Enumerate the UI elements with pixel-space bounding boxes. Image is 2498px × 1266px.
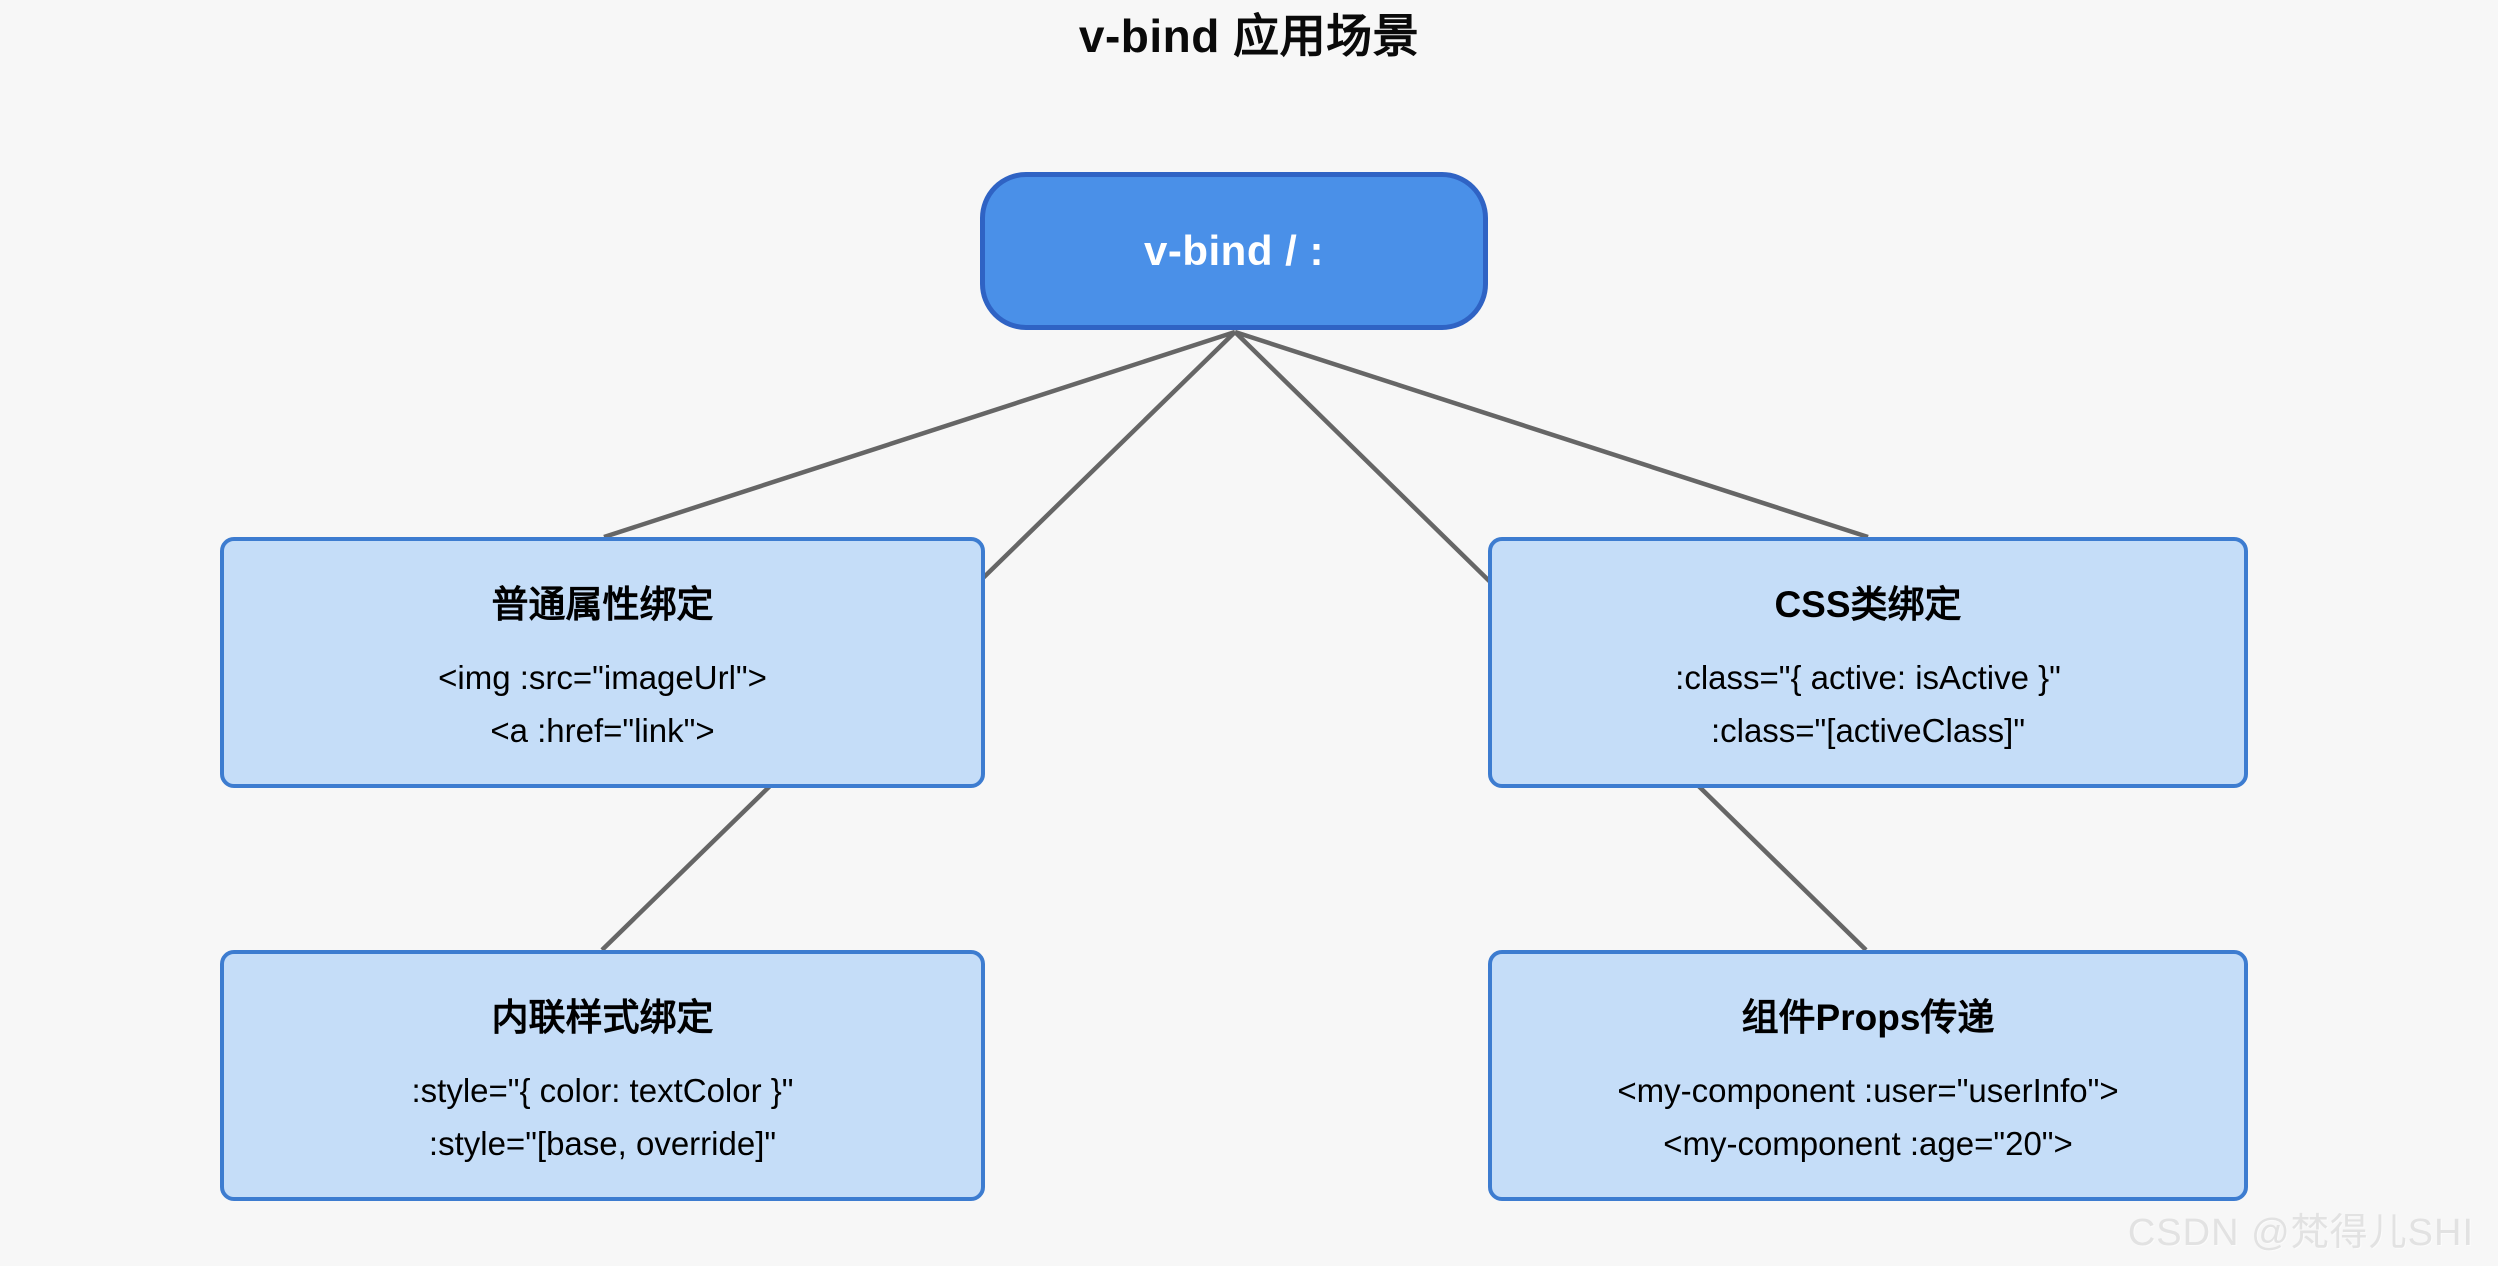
node-inline-style-binding-title: 内联样式绑定 — [491, 997, 714, 1039]
connector-root-to-css-class-binding — [1234, 329, 1869, 540]
connector-root-to-attribute-binding — [603, 329, 1236, 540]
node-attribute-binding-title: 普通属性绑定 — [491, 584, 714, 626]
node-component-props-line-2: <my-component :age="20"> — [1663, 1124, 2073, 1162]
node-root[interactable]: v-bind / : — [980, 172, 1488, 330]
node-component-props[interactable]: 组件Props传递 <my-component :user="userInfo"… — [1488, 950, 2248, 1201]
node-inline-style-binding-line-2: :style="[base, override]" — [428, 1124, 777, 1162]
node-attribute-binding-line-1: <img :src="imageUrl"> — [438, 659, 767, 697]
node-root-label: v-bind / : — [1144, 227, 1324, 274]
page-title: v-bind 应用场景 — [1078, 10, 1420, 62]
watermark: CSDN @梵得儿SHI — [2127, 1212, 2474, 1254]
node-inline-style-binding-line-1: :style="{ color: textColor }" — [411, 1072, 794, 1110]
node-css-class-binding-title: CSS类绑定 — [1774, 584, 1962, 626]
node-inline-style-binding[interactable]: 内联样式绑定 :style="{ color: textColor }" :st… — [220, 950, 985, 1201]
node-attribute-binding[interactable]: 普通属性绑定 <img :src="imageUrl"> <a :href="l… — [220, 537, 985, 788]
node-attribute-binding-line-2: <a :href="link"> — [490, 711, 715, 749]
node-css-class-binding-line-2: :class="[activeClass]" — [1710, 711, 2026, 749]
node-component-props-title: 组件Props传递 — [1741, 997, 1995, 1039]
node-css-class-binding[interactable]: CSS类绑定 :class="{ active: isActive }" :cl… — [1488, 537, 2248, 788]
node-component-props-line-1: <my-component :user="userInfo"> — [1617, 1072, 2119, 1110]
node-css-class-binding-line-1: :class="{ active: isActive }" — [1675, 659, 2061, 697]
